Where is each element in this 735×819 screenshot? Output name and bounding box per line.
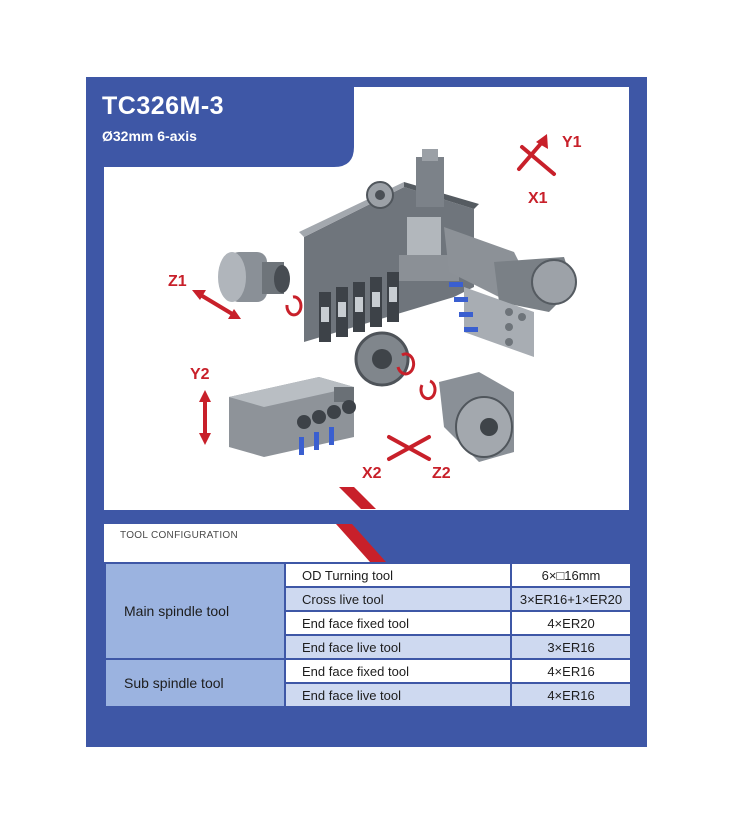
tool-value-cell: 4×ER16 bbox=[510, 658, 632, 684]
tool-name-cell: End face fixed tool bbox=[284, 610, 512, 636]
tool-value-cell: 4×ER20 bbox=[510, 610, 632, 636]
machine-illustration-card bbox=[104, 87, 629, 510]
table-row: Sub spindle tool End face fixed tool 4×E… bbox=[104, 658, 632, 708]
axis-label-y2: Y2 bbox=[190, 366, 210, 383]
axis-label-x1: X1 bbox=[528, 190, 548, 207]
group-cell: Sub spindle tool bbox=[104, 658, 286, 708]
main-spindle-illustration bbox=[218, 252, 290, 302]
tool-value-cell: 6×□16mm bbox=[510, 562, 632, 588]
tool-name-cell: Cross live tool bbox=[284, 586, 512, 612]
axis-label-x2: X2 bbox=[362, 465, 382, 482]
rotation-arrows bbox=[285, 295, 437, 401]
main-machine-illustration bbox=[299, 149, 577, 387]
tool-configuration-table: Main spindle tool OD Turning tool 6×□16m… bbox=[104, 562, 632, 722]
sub-spindle-illustration bbox=[439, 372, 514, 462]
table-row: Cross live tool 3×ER16+1×ER20 bbox=[105, 586, 632, 612]
section-label: TOOL CONFIGURATION bbox=[120, 530, 238, 541]
tool-value-cell: 3×ER16+1×ER20 bbox=[510, 586, 632, 612]
group-cell: Main spindle tool bbox=[104, 562, 286, 660]
axis-label-y1: Y1 bbox=[562, 134, 582, 151]
model-title: TC326M-3 bbox=[102, 92, 225, 120]
table-row: End face live tool 3×ER16 bbox=[105, 634, 632, 660]
table-row: Main spindle tool OD Turning tool 6×□16m… bbox=[104, 562, 632, 660]
tool-name-cell: OD Turning tool bbox=[284, 562, 512, 588]
table-row: End face live tool 4×ER16 bbox=[105, 682, 632, 708]
tool-name-cell: End face live tool bbox=[284, 634, 512, 660]
axis-label-z2: Z2 bbox=[432, 465, 451, 482]
tool-value-cell: 3×ER16 bbox=[510, 634, 632, 660]
config-header-strip bbox=[104, 524, 386, 562]
table-row: End face fixed tool 4×ER20 bbox=[105, 610, 632, 636]
tool-name-cell: End face fixed tool bbox=[284, 658, 512, 684]
sub-tool-block-illustration bbox=[229, 377, 356, 457]
tool-name-cell: End face live tool bbox=[284, 682, 512, 708]
axis-arrows bbox=[192, 134, 556, 461]
model-spec: Ø32mm 6-axis bbox=[102, 128, 197, 144]
tool-value-cell: 4×ER16 bbox=[510, 682, 632, 708]
axis-label-z1: Z1 bbox=[168, 273, 187, 290]
